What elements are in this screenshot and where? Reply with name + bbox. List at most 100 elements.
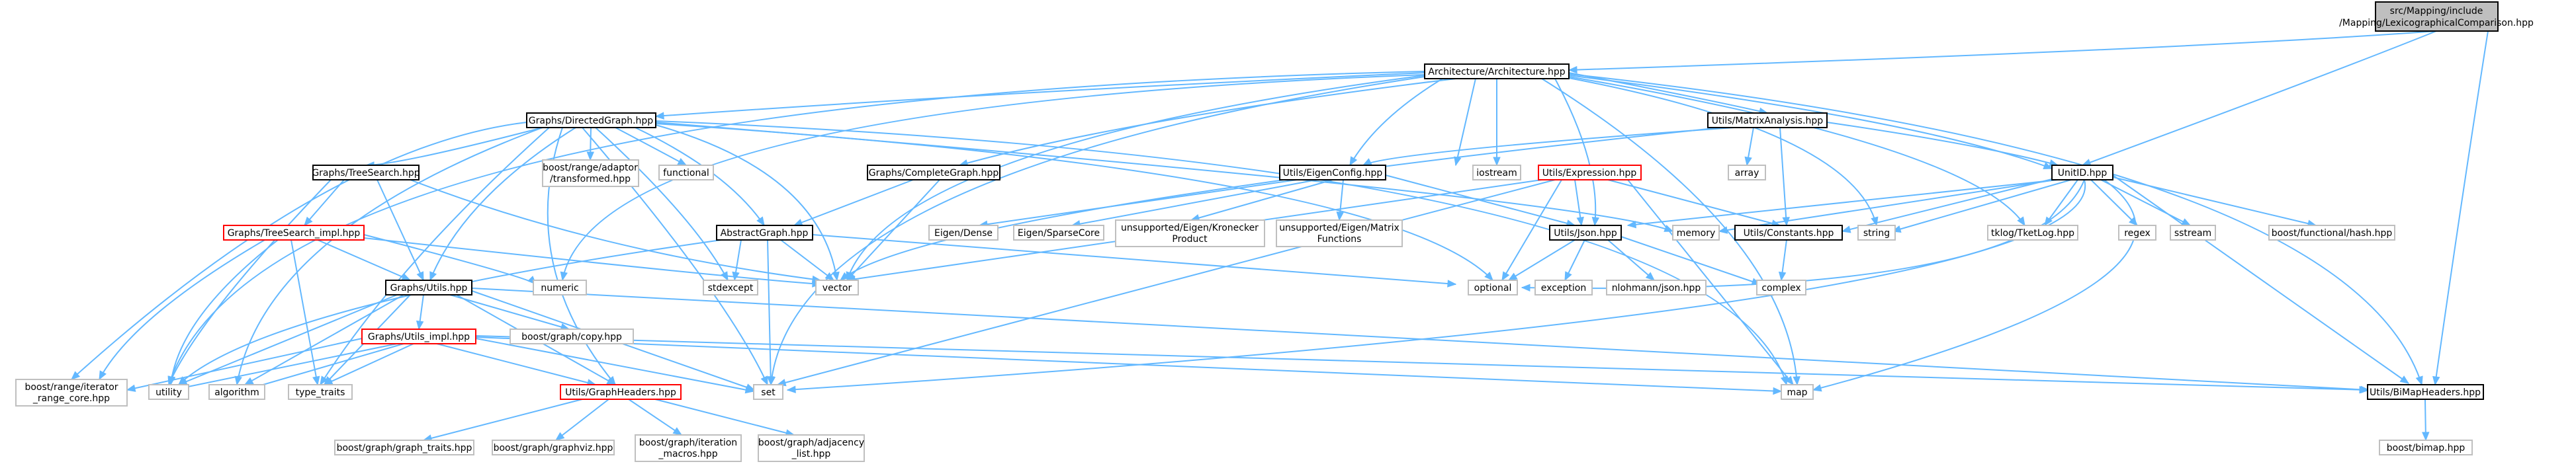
dependency-edge bbox=[1607, 239, 1655, 281]
node-numeric[interactable]: numeric bbox=[533, 280, 587, 295]
root-label-line2: /Mapping/LexicographicalComparison.hpp bbox=[2339, 18, 2534, 28]
dependency-edge bbox=[71, 122, 527, 380]
node-graph-headers[interactable]: Utils/GraphHeaders.hpp bbox=[560, 384, 682, 400]
node-utils-constants[interactable]: Utils/Constants.hpp bbox=[1734, 225, 1843, 241]
dependency-edge bbox=[1607, 179, 1781, 226]
node-boost-iteration-macros[interactable]: boost/graph/iteration _macros.hpp bbox=[635, 434, 742, 462]
edge-arrowhead bbox=[824, 272, 835, 281]
node-utils-json[interactable]: Utils/Json.hpp bbox=[1549, 225, 1622, 241]
node-graphs-utils-label: Graphs/Utils.hpp bbox=[390, 283, 468, 293]
edge-arrowhead bbox=[1493, 157, 1501, 167]
dependency-edge bbox=[770, 76, 1425, 385]
node-exception[interactable]: exception bbox=[1534, 280, 1593, 295]
node-range-adaptor-transformed[interactable]: boost/range/adaptor /transformed.hpp bbox=[542, 159, 639, 187]
node-range-adaptor-label-1: boost/range/adaptor bbox=[543, 163, 638, 173]
dependency-edge bbox=[304, 179, 345, 226]
dependency-edge bbox=[655, 122, 1673, 232]
edge-arrowhead bbox=[672, 427, 683, 436]
node-unitid-label: UnitID.hpp bbox=[2058, 168, 2108, 178]
edge-arrowhead bbox=[1521, 284, 1531, 292]
node-expression[interactable]: Utils/Expression.hpp bbox=[1538, 165, 1642, 180]
node-eigen-sparse[interactable]: Eigen/SparseCore bbox=[1013, 225, 1104, 241]
node-bimap-headers[interactable]: Utils/BiMapHeaders.hpp bbox=[2367, 384, 2484, 400]
node-functional-hash[interactable]: boost/functional/hash.hpp bbox=[2268, 225, 2395, 241]
edge-arrowhead bbox=[677, 157, 688, 166]
node-tree-search[interactable]: Graphs/TreeSearch.hpp bbox=[312, 165, 420, 180]
dependency-edge bbox=[1627, 179, 2059, 226]
node-functional[interactable]: functional bbox=[658, 165, 714, 180]
node-range-core-label-1: boost/range/iterator bbox=[24, 382, 118, 393]
dependency-edge bbox=[126, 338, 363, 391]
node-array[interactable]: array bbox=[1728, 165, 1766, 180]
node-graphs-utils-impl[interactable]: Graphs/Utils_impl.hpp bbox=[361, 329, 476, 344]
edge-arrowhead bbox=[416, 320, 424, 331]
edge-arrowhead bbox=[2043, 162, 2053, 170]
edge-arrowhead bbox=[793, 219, 803, 226]
node-matrix-analysis[interactable]: Utils/MatrixAnalysis.hpp bbox=[1707, 112, 1828, 128]
node-abstract-graph-label: AbstractGraph.hpp bbox=[721, 228, 809, 239]
node-eigen-dense[interactable]: Eigen/Dense bbox=[928, 225, 999, 241]
node-matrix-functions-label-1: unsupported/Eigen/Matrix bbox=[1279, 223, 1399, 233]
dependency-edge bbox=[1385, 175, 1576, 226]
dependency-edge bbox=[2082, 30, 2437, 166]
node-string-label: string bbox=[1863, 228, 1890, 239]
node-type-traits[interactable]: type_traits bbox=[288, 384, 353, 400]
edge-arrowhead bbox=[1778, 271, 1787, 282]
node-regex[interactable]: regex bbox=[2118, 225, 2156, 241]
dependency-edge bbox=[1621, 236, 1761, 285]
node-tree-search-impl[interactable]: Graphs/TreeSearch_impl.hpp bbox=[223, 225, 365, 241]
dependency-edge bbox=[595, 127, 729, 281]
node-boost-graphviz[interactable]: boost/graph/graphviz.hpp bbox=[492, 440, 615, 455]
dependency-edge bbox=[436, 343, 596, 385]
node-boost-graph-traits[interactable]: boost/graph/graph_traits.hpp bbox=[334, 440, 474, 455]
node-eigen-kronecker[interactable]: unsupported/Eigen/Kronecker Product bbox=[1115, 219, 1265, 247]
dependency-edge bbox=[654, 399, 795, 436]
node-stdexcept[interactable]: stdexcept bbox=[703, 280, 758, 295]
node-algorithm[interactable]: algorithm bbox=[208, 384, 265, 400]
dependency-edge bbox=[178, 239, 722, 385]
dependency-edge bbox=[793, 179, 914, 226]
node-sstream[interactable]: sstream bbox=[2170, 225, 2216, 241]
node-algorithm-label: algorithm bbox=[214, 387, 259, 398]
node-string[interactable]: string bbox=[1857, 225, 1896, 241]
node-boost-adjacency-list[interactable]: boost/graph/adjacency _list.hpp bbox=[758, 434, 865, 462]
edge-arrowhead bbox=[1841, 225, 1851, 233]
node-matrix-analysis-label: Utils/MatrixAnalysis.hpp bbox=[1712, 116, 1823, 126]
node-tree-search-impl-label: Graphs/TreeSearch_impl.hpp bbox=[228, 228, 361, 239]
node-complete-graph[interactable]: Graphs/CompleteGraph.hpp bbox=[867, 165, 1000, 180]
node-boost-graph-copy[interactable]: boost/graph/copy.hpp bbox=[510, 329, 634, 344]
dependency-edge bbox=[410, 179, 821, 281]
edge-arrowhead bbox=[560, 271, 568, 282]
edge-arrowhead bbox=[1564, 271, 1572, 282]
node-complex[interactable]: complex bbox=[1756, 280, 1806, 295]
node-utility[interactable]: utility bbox=[148, 384, 189, 400]
node-vector[interactable]: vector bbox=[815, 280, 859, 295]
node-tket-log[interactable]: tklog/TketLog.hpp bbox=[1987, 225, 2078, 241]
dependency-edge bbox=[1554, 78, 1597, 226]
node-range-iterator-core[interactable]: boost/range/iterator _range_core.hpp bbox=[15, 379, 128, 407]
node-iostream[interactable]: iostream bbox=[1472, 165, 1521, 180]
node-regex-label: regex bbox=[2124, 228, 2151, 239]
node-root-lexicographical-comparison[interactable]: src/Mapping/include /Mapping/Lexicograph… bbox=[2339, 1, 2534, 32]
node-eigen-matrix-functions[interactable]: unsupported/Eigen/Matrix Functions bbox=[1276, 219, 1403, 247]
node-abstract-graph[interactable]: AbstractGraph.hpp bbox=[716, 225, 813, 241]
node-type-traits-label: type_traits bbox=[296, 387, 345, 398]
dependency-edge bbox=[1892, 179, 2072, 232]
node-directed-graph[interactable]: Graphs/DirectedGraph.hpp bbox=[526, 112, 656, 128]
dependency-edge bbox=[655, 124, 838, 281]
node-graphs-utils[interactable]: Graphs/Utils.hpp bbox=[385, 280, 472, 295]
node-optional-label: optional bbox=[1474, 283, 1512, 293]
node-architecture[interactable]: Architecture/Architecture.hpp bbox=[1424, 63, 1570, 79]
dependency-edge bbox=[99, 239, 265, 380]
node-boost-bimap[interactable]: boost/bimap.hpp bbox=[2379, 440, 2473, 455]
node-memory[interactable]: memory bbox=[1672, 225, 1720, 241]
dependency-edge bbox=[170, 239, 279, 385]
edge-arrowhead bbox=[1507, 272, 1518, 281]
node-set[interactable]: set bbox=[753, 384, 783, 400]
node-unitid[interactable]: UnitID.hpp bbox=[2051, 165, 2113, 180]
node-map[interactable]: map bbox=[1781, 384, 1814, 400]
node-nlohmann-json[interactable]: nlohmann/json.hpp bbox=[1606, 280, 1707, 295]
node-eigen-config[interactable]: Utils/EigenConfig.hpp bbox=[1279, 165, 1386, 180]
node-optional[interactable]: optional bbox=[1468, 280, 1518, 295]
